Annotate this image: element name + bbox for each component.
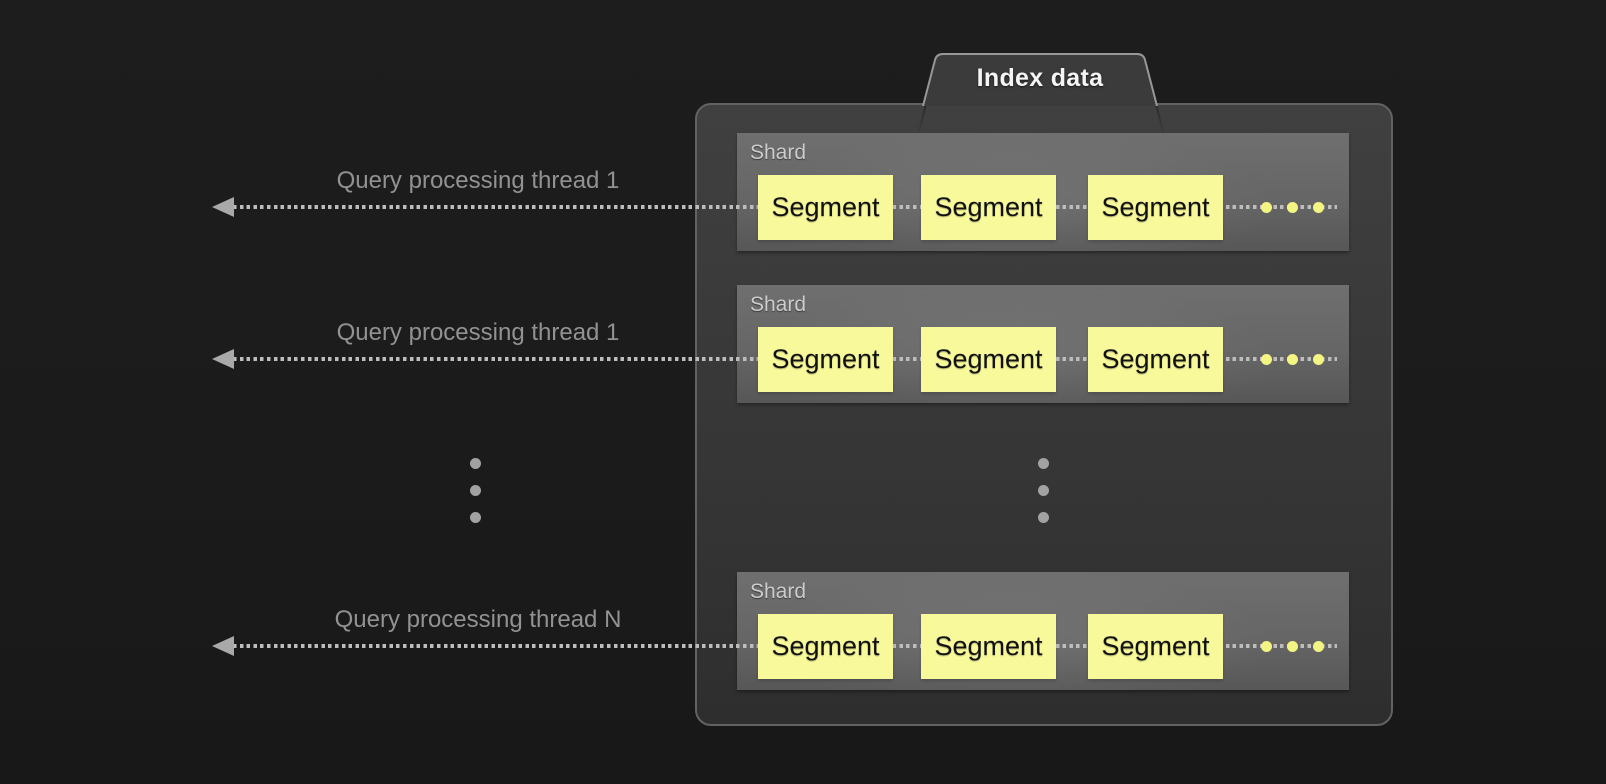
segment-box: Segment bbox=[1088, 175, 1223, 240]
ellipsis-dot bbox=[470, 485, 481, 496]
segment-box: Segment bbox=[758, 614, 893, 679]
more-segments-dot-icon bbox=[1313, 354, 1324, 365]
more-segments-dot-icon bbox=[1261, 202, 1272, 213]
shard-label: Shard bbox=[750, 580, 807, 603]
shard-row-n: Shard Segment Segment Segment bbox=[737, 572, 1349, 690]
index-data-title: Index data bbox=[976, 64, 1104, 92]
left-arrowhead-icon bbox=[212, 197, 234, 217]
ellipsis-dot bbox=[1038, 512, 1049, 523]
ellipsis-dot bbox=[470, 458, 481, 469]
query-thread-label-1: Query processing thread 1 bbox=[336, 167, 620, 194]
more-threads-ellipsis-icon bbox=[470, 458, 481, 523]
more-segments-dot-icon bbox=[1261, 641, 1272, 652]
more-segments-dot-icon bbox=[1287, 641, 1298, 652]
segment-box: Segment bbox=[1088, 327, 1223, 392]
query-thread-label-n: Query processing thread N bbox=[334, 606, 622, 633]
ellipsis-dot bbox=[1038, 485, 1049, 496]
left-arrowhead-icon bbox=[212, 349, 234, 369]
segment-box: Segment bbox=[921, 327, 1056, 392]
tab-shape bbox=[922, 53, 1158, 106]
ellipsis-dot bbox=[1038, 458, 1049, 469]
segment-box: Segment bbox=[921, 614, 1056, 679]
query-thread-label-2: Query processing thread 1 bbox=[336, 319, 620, 346]
shard-label: Shard bbox=[750, 141, 807, 164]
segment-box: Segment bbox=[921, 175, 1056, 240]
index-data-tab: Index data bbox=[922, 53, 1158, 106]
more-segments-dot-icon bbox=[1287, 354, 1298, 365]
shard-row-1: Shard Segment Segment Segment bbox=[737, 133, 1349, 251]
more-segments-dot-icon bbox=[1261, 354, 1272, 365]
more-segments-dot-icon bbox=[1287, 202, 1298, 213]
more-segments-dot-icon bbox=[1313, 202, 1324, 213]
shard-row-2: Shard Segment Segment Segment bbox=[737, 285, 1349, 403]
segment-box: Segment bbox=[758, 175, 893, 240]
more-segments-dot-icon bbox=[1313, 641, 1324, 652]
segment-box: Segment bbox=[1088, 614, 1223, 679]
left-arrowhead-icon bbox=[212, 636, 234, 656]
ellipsis-dot bbox=[470, 512, 481, 523]
shard-label: Shard bbox=[750, 293, 807, 316]
more-shards-ellipsis-icon bbox=[1038, 458, 1049, 523]
segment-box: Segment bbox=[758, 327, 893, 392]
